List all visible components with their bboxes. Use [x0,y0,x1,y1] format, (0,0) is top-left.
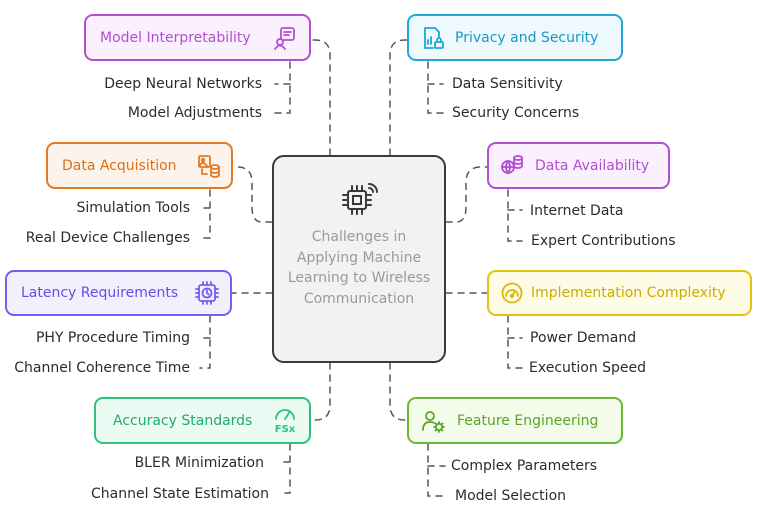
person-settings-icon [422,410,445,433]
branch-data-acquisition: Data Acquisition [46,142,233,189]
branch-feature-engineering: Feature Engineering [407,397,623,444]
branch-model-interpretability: Model Interpretability [84,14,311,61]
list-item: Channel Coherence Time [14,360,190,376]
chip-wifi-icon [342,183,378,215]
branch-label: Latency Requirements [21,285,179,301]
lock-chart-icon [424,26,444,49]
branch-label: Feature Engineering [457,412,599,429]
gauge-icon [501,282,523,304]
list-item: Simulation Tools [76,200,190,216]
fsx-gauge-icon: FSx [275,408,296,433]
branch-accuracy-standards: Accuracy Standards FSx [94,397,311,444]
list-item: Security Concerns [452,105,580,121]
list-item: Power Demand [530,330,637,346]
branch-latency-requirements: Latency Requirements [5,270,232,316]
list-item: Real Device Challenges [25,230,190,246]
list-item: Execution Speed [529,360,647,376]
chip-timer-icon [195,281,219,305]
image-database-icon [198,154,220,178]
list-item: Expert Contributions [531,233,676,249]
list-item: Complex Parameters [451,458,597,474]
document-chat-icon [274,26,295,50]
central-node: Challenges in Applying Machine Learning … [272,155,446,363]
central-title: Challenges in Applying Machine Learning … [287,229,431,307]
list-item: Data Sensitivity [452,76,563,92]
list-item: PHY Procedure Timing [35,330,190,346]
list-item: BLER Minimization [134,455,264,471]
branch-privacy-security: Privacy and Security [407,14,623,61]
list-item: Deep Neural Networks [104,76,262,92]
branch-label: Data Availability [535,157,650,174]
branch-implementation-complexity: Implementation Complexity [487,270,752,316]
branch-label: Implementation Complexity [531,285,726,301]
list-item: Internet Data [530,203,624,219]
branch-label: Accuracy Standards [113,412,253,429]
branch-label: Data Acquisition [62,157,177,174]
globe-database-icon [501,154,523,175]
svg-text:FSx: FSx [275,424,296,433]
list-item: Model Adjustments [127,105,262,121]
branch-label: Model Interpretability [100,29,251,46]
branch-data-availability: Data Availability [487,142,670,189]
list-item: Model Selection [455,488,567,504]
list-item: Channel State Estimation [91,486,269,502]
branch-label: Privacy and Security [455,29,599,46]
